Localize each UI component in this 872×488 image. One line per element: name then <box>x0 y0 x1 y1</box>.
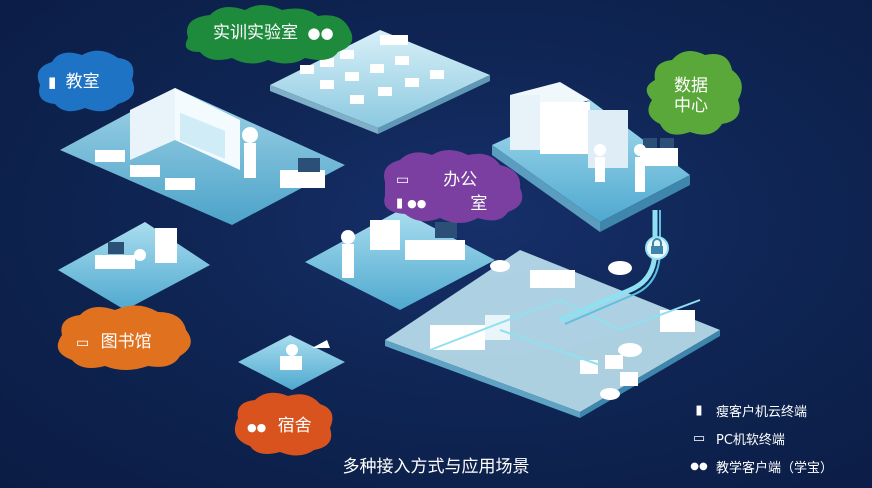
pc-icon: ▭ <box>692 430 706 446</box>
users-icon: ●● <box>307 24 334 42</box>
cloud-lab <box>185 5 353 64</box>
users-icon: ●● <box>690 460 708 472</box>
thin-client-icon: ▮ <box>396 196 404 211</box>
office-cloud-label: ▭ 办公 ▮ ●● 室 <box>396 170 487 214</box>
backbone-link <box>559 210 669 325</box>
dorm-platform <box>238 335 345 390</box>
cloud-datacenter <box>646 51 742 135</box>
cloud-classroom <box>37 50 135 112</box>
office-label-line1: 办公 <box>443 170 478 190</box>
datacenter-cloud-label: 数据 中心 <box>674 76 708 116</box>
library-cloud-label: ▭ 图书馆 <box>76 332 152 353</box>
pc-icon: ▭ <box>396 172 410 188</box>
library-label: 图书馆 <box>100 332 152 352</box>
thin-client-icon: ▮ <box>695 402 703 418</box>
lab-platform <box>270 30 490 134</box>
users-icon: ●● <box>247 421 267 434</box>
classroom-label: 教室 <box>65 72 100 92</box>
datacenter-platform <box>492 82 690 232</box>
legend-label: PC机软终端 <box>716 432 785 448</box>
legend: ▮ 瘦客户机云终端 ▭ PC机软终端 ●● 教学客户端（学宝） <box>688 396 833 480</box>
campus-platform <box>385 250 720 418</box>
classroom-platform <box>60 88 345 225</box>
office-label-line2: 室 <box>470 194 488 214</box>
cloud-library <box>57 305 191 370</box>
lab-cloud-label: 实训实验室 ●● <box>213 23 334 43</box>
diagram-title: 多种接入方式与应用场景 <box>342 457 530 477</box>
legend-label: 瘦客户机云终端 <box>716 404 808 420</box>
thin-client-icon: ▮ <box>48 73 57 91</box>
lab-label: 实训实验室 <box>213 23 298 43</box>
office-platform <box>305 210 495 310</box>
legend-item: ▮ 瘦客户机云终端 <box>688 396 833 424</box>
dorm-label: 宿舍 <box>277 416 312 436</box>
legend-item: ▭ PC机软终端 <box>688 424 833 452</box>
legend-item: ●● 教学客户端（学宝） <box>688 452 833 480</box>
cloud-dorm <box>234 392 333 456</box>
datacenter-label-line2: 中心 <box>674 96 708 116</box>
library-platform <box>58 222 210 310</box>
pc-icon: ▭ <box>76 335 90 351</box>
legend-label: 教学客户端（学宝） <box>716 460 834 476</box>
dorm-cloud-label: ●● 宿舍 <box>247 416 312 438</box>
datacenter-label-line1: 数据 <box>674 76 708 96</box>
users-icon: ●● <box>407 197 427 210</box>
classroom-cloud-label: ▮ 教室 <box>48 72 100 92</box>
cloud-office <box>384 150 523 223</box>
